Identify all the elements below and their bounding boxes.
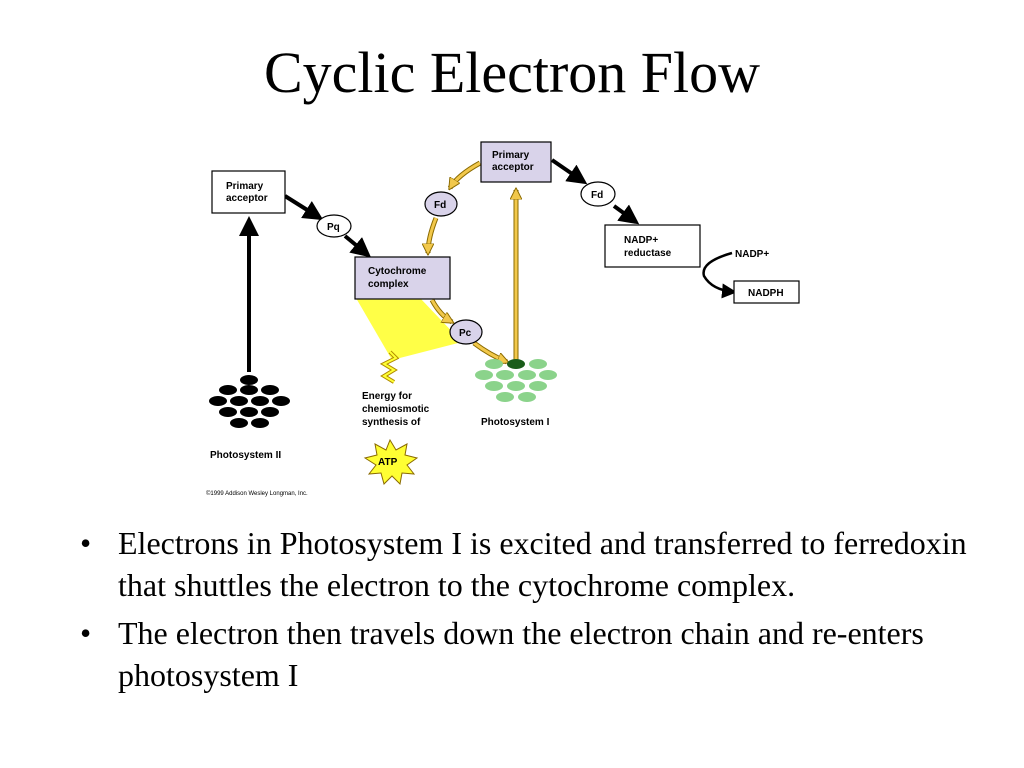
photosystem-2-cluster	[209, 375, 290, 428]
copyright-label: ©1999 Addison Wesley Longman, Inc.	[206, 490, 308, 497]
nadp-reductase-label-2: reductase	[624, 248, 672, 259]
bullet-item: Electrons in Photosystem I is excited an…	[80, 522, 980, 606]
photosystem-2-label: Photosystem II	[210, 450, 281, 461]
pq-carrier	[316, 214, 352, 238]
pq-label: Pq	[327, 222, 340, 233]
arrow-pq-to-cytochrome	[343, 234, 372, 258]
nadp-reductase-box	[604, 224, 701, 268]
bullet-item: The electron then travels down the elect…	[80, 612, 980, 696]
nadph-label: NADPH	[748, 288, 784, 299]
ps1-acceptor-label-1: Primary	[492, 150, 530, 161]
pc-carrier	[449, 319, 483, 345]
atp-starburst-icon	[363, 438, 419, 486]
energy-label-1: Energy for	[362, 391, 412, 402]
ps2-primary-acceptor-box	[211, 170, 286, 214]
ps1-primary-acceptor-box	[480, 141, 552, 183]
ps2-acceptor-label-1: Primary	[226, 181, 264, 192]
energy-label-3: synthesis of	[362, 417, 421, 428]
arrow-acceptor-to-fd-linear	[550, 158, 588, 185]
ps2-acceptor-label-2: acceptor	[226, 193, 268, 204]
bullet-list: Electrons in Photosystem I is excited an…	[80, 522, 980, 702]
energy-wedge	[356, 298, 462, 360]
nadph-box	[733, 280, 800, 304]
pc-label: Pc	[459, 328, 472, 339]
cytochrome-complex-box	[354, 256, 451, 300]
fd-linear-label: Fd	[591, 190, 603, 201]
photosystem-1-label: Photosystem I	[481, 417, 550, 428]
cytochrome-label-2: complex	[368, 279, 409, 290]
ps1-reaction-center	[507, 359, 525, 369]
atp-label: ATP	[378, 457, 398, 468]
nadp-reductase-label-1: NADP+	[624, 235, 658, 246]
arrow-nadp-to-nadph	[702, 251, 737, 299]
fd-cyclic-label: Fd	[434, 200, 446, 211]
nadp-plus-label: NADP+	[735, 249, 769, 260]
ps1-acceptor-label-2: acceptor	[492, 162, 534, 173]
energy-label-2: chemiosmotic	[362, 404, 430, 415]
fd-linear-carrier	[580, 181, 616, 207]
photosystem-1-cluster	[475, 359, 557, 402]
arrow-fd-to-nadp-reductase	[612, 204, 640, 225]
arrow-acceptor-to-pq	[283, 194, 324, 221]
cytochrome-label-1: Cytochrome	[368, 266, 427, 277]
fd-cyclic-carrier	[424, 191, 458, 217]
slide-title: Cyclic Electron Flow	[263, 40, 761, 105]
